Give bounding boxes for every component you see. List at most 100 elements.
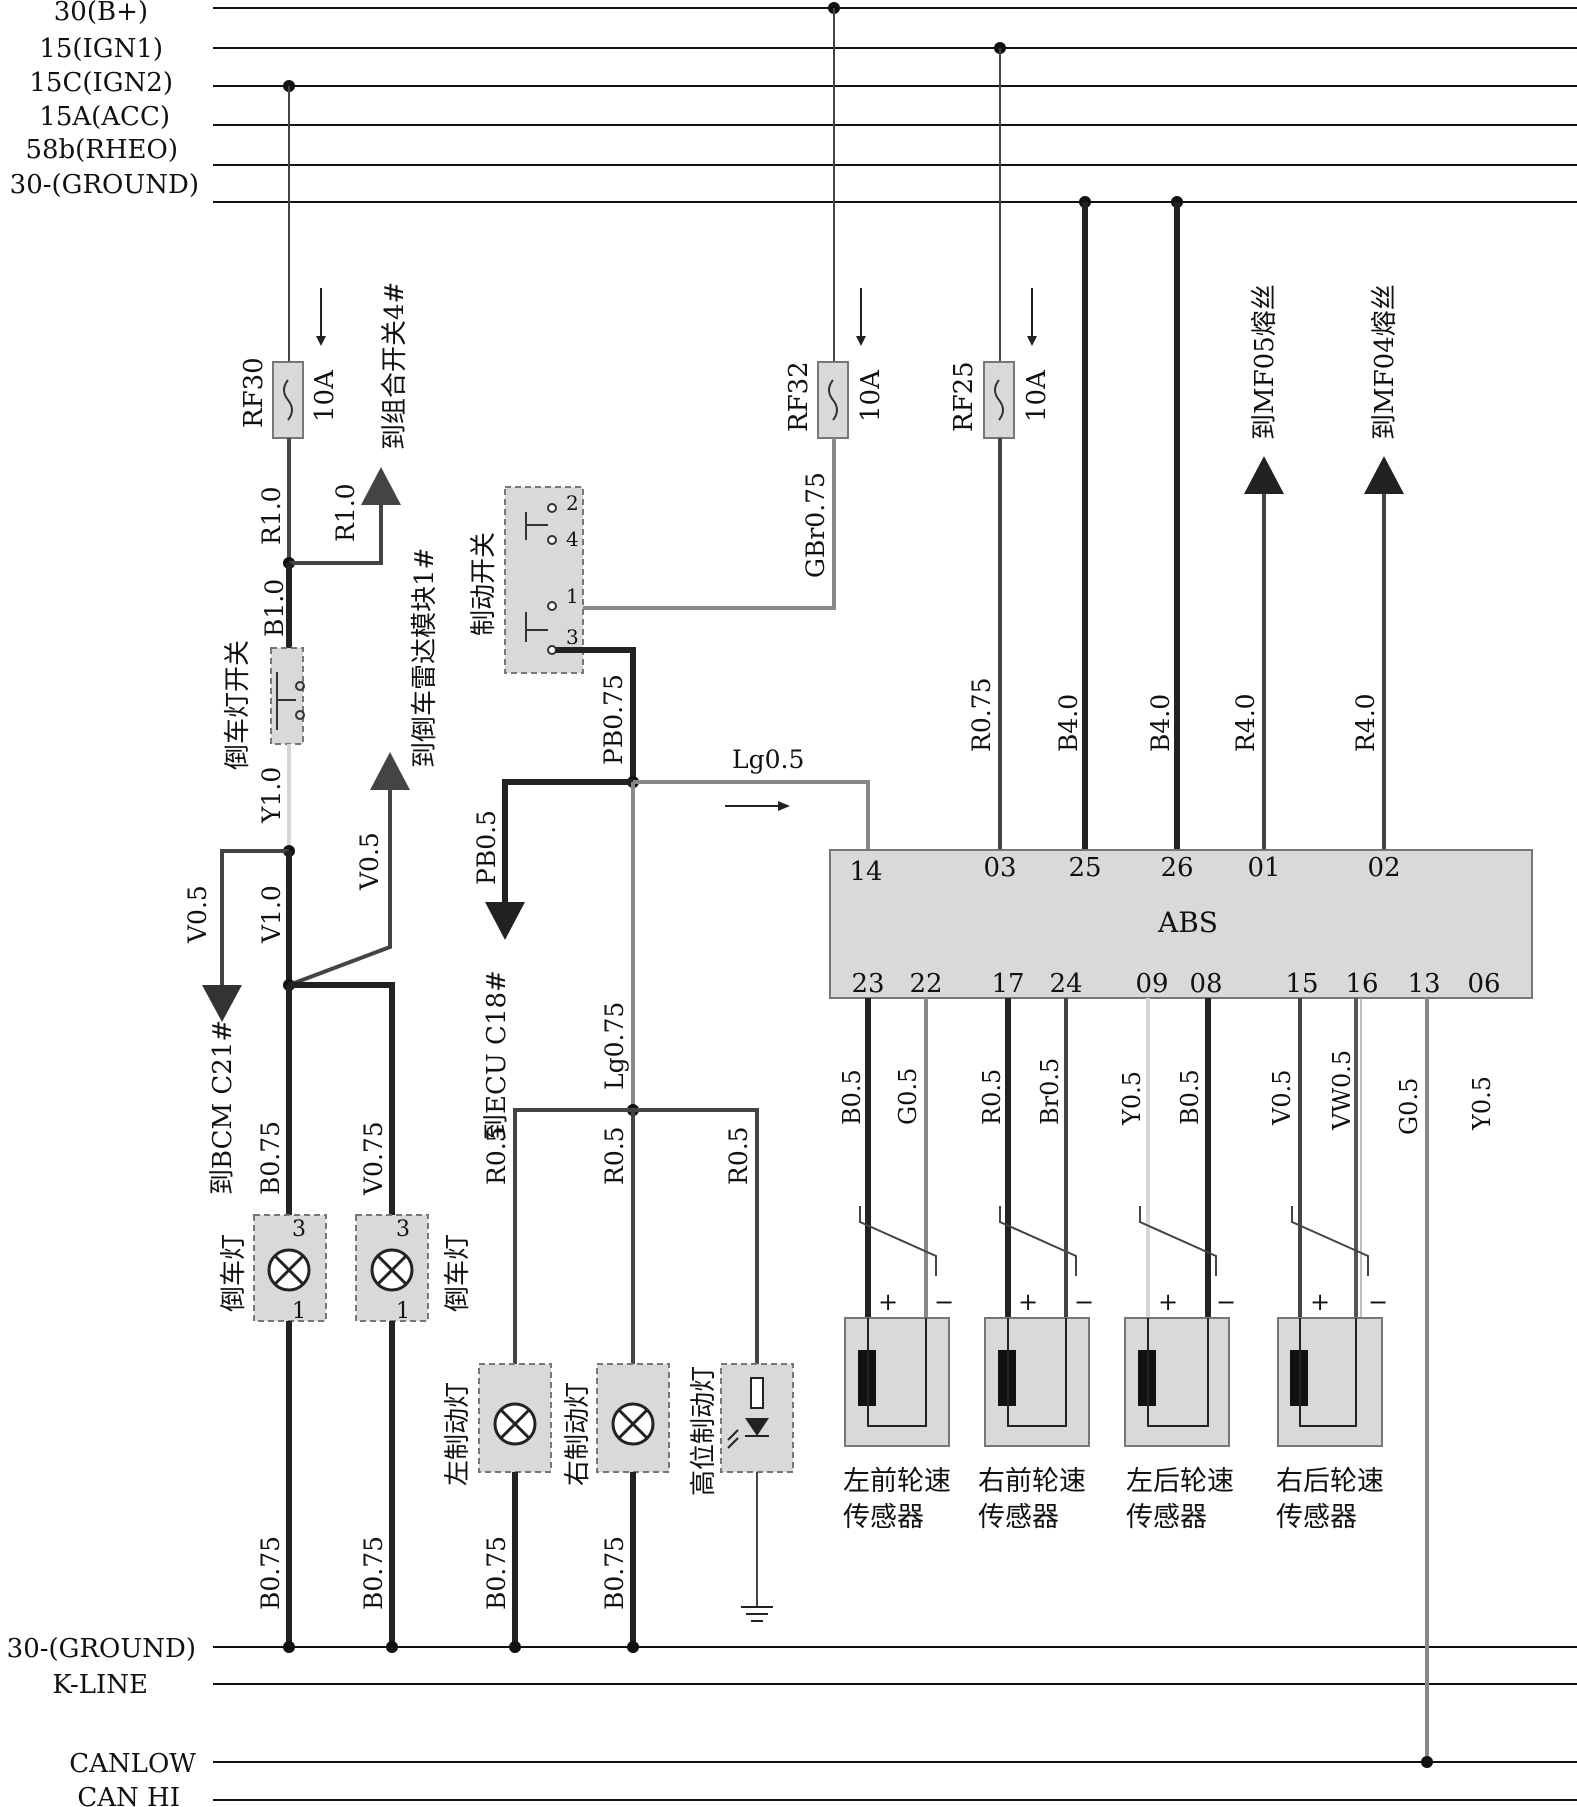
bottom-bus-lines xyxy=(213,1646,1577,1801)
sw-pin2: 2 xyxy=(566,491,579,515)
bus-label-acc: 15A(ACC) xyxy=(39,102,170,132)
wheel-sensors: B0.5 G0.5 + − 左前轮速 传感器 R0.5 Br0.5 + − 右前… xyxy=(838,998,1496,1768)
wire-v05-b: V0.5 xyxy=(355,832,384,891)
abs-power: RF25 10A R0.75 B4.0 B4.0 R4.0 到MF05熔丝 R4… xyxy=(949,42,1404,850)
to-mf04-label: 到MF04熔丝 xyxy=(1370,284,1400,440)
reverse-lamp-left xyxy=(253,1214,327,1322)
wire-v10: V1.0 xyxy=(257,885,286,944)
sensor-right-front-l2: 传感器 xyxy=(978,1502,1059,1533)
s4-wire-plus: V0.5 xyxy=(1268,1070,1296,1127)
abs-pin-25: 25 xyxy=(1068,853,1101,883)
abs-pin-03: 03 xyxy=(983,853,1016,883)
wire-v05-a: V0.5 xyxy=(183,885,212,944)
abs-pin-16: 16 xyxy=(1345,969,1378,999)
sensor-right-rear-l2: 传感器 xyxy=(1276,1502,1357,1533)
wire-pb05: PB0.5 xyxy=(472,810,501,885)
fuse-rf32-label: RF32 xyxy=(784,361,814,432)
sensor-left-front-l2: 传感器 xyxy=(843,1502,924,1533)
abs-module: ABS 14 03 25 26 01 02 23 22 17 24 09 08 … xyxy=(829,849,1533,999)
s2-wire-plus: R0.5 xyxy=(978,1069,1006,1125)
bus-label-rheo: 58b(RHEO) xyxy=(25,135,178,165)
abs-pin-23: 23 xyxy=(851,969,884,999)
wire-b075-g4: B0.75 xyxy=(600,1536,629,1610)
s4-minus: − xyxy=(1368,1288,1388,1316)
abs-pin-09: 09 xyxy=(1135,969,1168,999)
bottom-bus-labels: 30-(GROUND) K-LINE CANLOW CAN HI xyxy=(7,1634,197,1807)
wire-r05-c: R0.5 xyxy=(724,1126,753,1185)
wire-b10: B1.0 xyxy=(260,579,289,637)
bus-label-ground-top: 30-(GROUND) xyxy=(10,170,199,200)
lamp-left-pin1: 1 xyxy=(292,1299,306,1324)
wire-gbr075: GBr0.75 xyxy=(801,472,830,578)
lamp-left-pin3: 3 xyxy=(292,1217,306,1242)
abs-pin-06: 06 xyxy=(1467,969,1500,999)
ground-icon xyxy=(741,1606,773,1622)
wire-lg075: Lg0.75 xyxy=(600,1002,629,1090)
abs-title: ABS xyxy=(1157,906,1218,939)
sensor-left-rear-l2: 传感器 xyxy=(1126,1502,1207,1533)
high-brake-lamp-label: 高位制动灯 xyxy=(689,1366,719,1496)
s1-wire-minus: G0.5 xyxy=(894,1068,922,1125)
wire-b40-a: B4.0 xyxy=(1054,694,1083,752)
s3-minus: − xyxy=(1216,1288,1236,1316)
abs-box xyxy=(829,849,1533,999)
s3-wire-minus: B0.5 xyxy=(1176,1069,1204,1125)
fuse-rf32-rating: 10A xyxy=(856,369,886,422)
right-brake-lamp-label: 右制动灯 xyxy=(563,1382,593,1486)
reverse-lamp-left-label: 倒车灯 xyxy=(219,1234,249,1312)
bus-label-ign1: 15(IGN1) xyxy=(39,34,163,64)
sensor-left-front-l1: 左前轮速 xyxy=(843,1466,951,1497)
brake-switch xyxy=(504,486,584,674)
abs-pin-01: 01 xyxy=(1247,853,1280,883)
reverse-switch-label: 倒车灯开关 xyxy=(223,640,253,770)
bus-label-k-line: K-LINE xyxy=(52,1670,148,1700)
sensor-left-rear-l1: 左后轮速 xyxy=(1126,1466,1234,1497)
abs-pin-08: 08 xyxy=(1189,969,1222,999)
s4-wire-minus: VW0.5 xyxy=(1328,1050,1356,1131)
fuse-rf30-label: RF30 xyxy=(239,357,269,428)
to-mf05-label: 到MF05熔丝 xyxy=(1250,284,1280,440)
wire-b075-g2: B0.75 xyxy=(359,1536,388,1610)
wire-pb075: PB0.75 xyxy=(599,674,628,765)
wire-lg05: Lg0.5 xyxy=(732,745,804,774)
fuse-rf30-rating: 10A xyxy=(310,369,340,422)
wire-b075-lamp: B0.75 xyxy=(256,1121,285,1195)
pin06-wire-label: Y0.5 xyxy=(1468,1076,1496,1131)
bus-label-b-plus: 30(B+) xyxy=(54,0,148,27)
reverse-lamp-circuit: RF30 10A 到组合开关4# R1.0 R1.0 B1.0 倒车灯开关 Y1… xyxy=(183,80,473,1653)
s2-minus: − xyxy=(1074,1288,1094,1316)
s2-plus: + xyxy=(1018,1288,1038,1316)
abs-pin-24: 24 xyxy=(1049,969,1082,999)
abs-pin-26: 26 xyxy=(1160,853,1193,883)
wire-r075: R0.75 xyxy=(967,678,996,753)
wire-r40-a: R4.0 xyxy=(1231,693,1260,752)
lamp-right-pin3: 3 xyxy=(396,1217,410,1242)
s3-wire-plus: Y0.5 xyxy=(1118,1071,1146,1126)
abs-pin-02: 02 xyxy=(1367,853,1400,883)
abs-pin-14: 14 xyxy=(849,857,882,887)
fuse-rf30 xyxy=(272,361,304,439)
sw-pin4: 4 xyxy=(566,527,579,551)
s1-wire-plus: B0.5 xyxy=(838,1069,866,1125)
wire-b075-g3: B0.75 xyxy=(482,1536,511,1610)
to-ecu-label: 到ECU C18# xyxy=(482,970,512,1140)
wire-r05-a: R0.5 xyxy=(482,1126,511,1185)
top-bus-labels: 30(B+) 15(IGN1) 15C(IGN2) 15A(ACC) 58b(R… xyxy=(10,0,199,200)
bus-label-ign2: 15C(IGN2) xyxy=(29,68,173,98)
abs-pin-22: 22 xyxy=(909,969,942,999)
wire-y10: Y1.0 xyxy=(257,767,286,824)
abs-pin-15: 15 xyxy=(1285,969,1318,999)
brake-circuit: RF32 10A GBr0.75 2 4 1 3 制动开关 PB0.75 PB0… xyxy=(443,2,886,1653)
s3-plus: + xyxy=(1158,1288,1178,1316)
bus-label-canhi: CAN HI xyxy=(77,1783,180,1807)
lamp-right-pin1: 1 xyxy=(396,1299,410,1324)
can-wire-label: G0.5 xyxy=(1395,1078,1423,1135)
wire-v075-lamp: V0.75 xyxy=(359,1121,388,1196)
sensor-right-front-l1: 右前轮速 xyxy=(978,1466,1086,1497)
fuse-rf25-label: RF25 xyxy=(949,361,979,432)
reverse-lamp-right-label: 倒车灯 xyxy=(443,1234,473,1312)
brake-switch-label: 制动开关 xyxy=(469,532,499,636)
s1-plus: + xyxy=(878,1288,898,1316)
to-combo-switch-label: 到组合开关4# xyxy=(380,282,410,450)
